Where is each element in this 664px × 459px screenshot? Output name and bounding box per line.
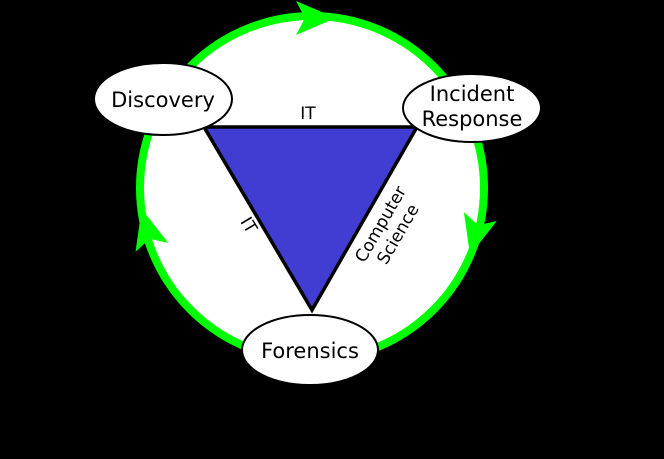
triangle <box>200 125 421 314</box>
node-forensics-label: Forensics <box>261 339 359 363</box>
cycle-arrow-left-group <box>135 208 169 252</box>
node-incident-response-ellipse <box>402 73 542 143</box>
node-discovery-label: Discovery <box>111 88 215 112</box>
cycle-arrow-right-group <box>463 212 497 256</box>
cycle-arrow-right-icon <box>463 212 497 256</box>
node-incident-response-label-line1: Incident <box>430 82 515 106</box>
node-forensics: Forensics <box>241 314 379 386</box>
cycle-arrow-left-icon <box>135 208 169 252</box>
cycle-arrow-top-group <box>296 1 336 35</box>
node-incident-response-label-line2: Response <box>422 107 523 131</box>
node-forensics-ellipse <box>241 314 379 386</box>
edge-label-top-it: IT <box>300 104 316 124</box>
node-incident-response: Incident Response <box>402 73 542 143</box>
node-discovery: Discovery <box>93 62 233 136</box>
node-discovery-ellipse <box>93 62 233 136</box>
cycle-arrow-top-icon <box>296 1 336 35</box>
